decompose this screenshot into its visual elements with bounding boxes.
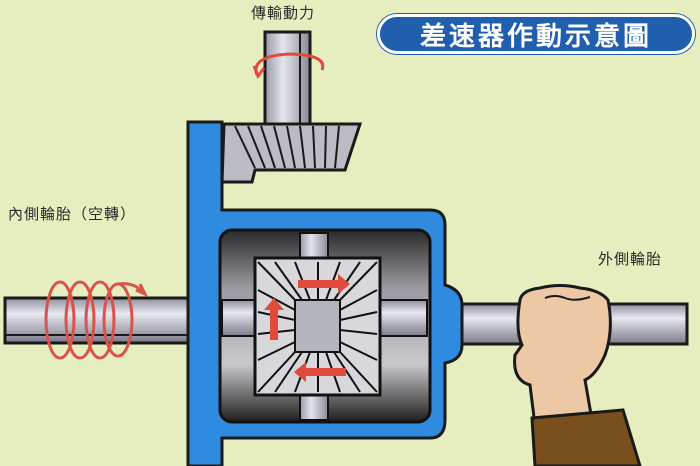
input-shaft: [263, 30, 312, 126]
hand-grip: [513, 284, 642, 466]
input-rotation-arrow-icon: [252, 52, 325, 80]
label-outer-wheel: 外側輪胎: [598, 250, 663, 268]
pinion-gear: [220, 122, 363, 184]
label-input-power: 傳輸動力: [251, 4, 316, 22]
diagram-title: 差速器作動示意圖: [377, 14, 695, 54]
gear-rotation-arrows: [264, 274, 350, 382]
differential-case: [218, 228, 432, 424]
spin-spiral-icon: [44, 280, 149, 360]
inner-axle: [3, 296, 197, 345]
label-inner-wheel: 內側輪胎（空轉）: [8, 205, 137, 223]
